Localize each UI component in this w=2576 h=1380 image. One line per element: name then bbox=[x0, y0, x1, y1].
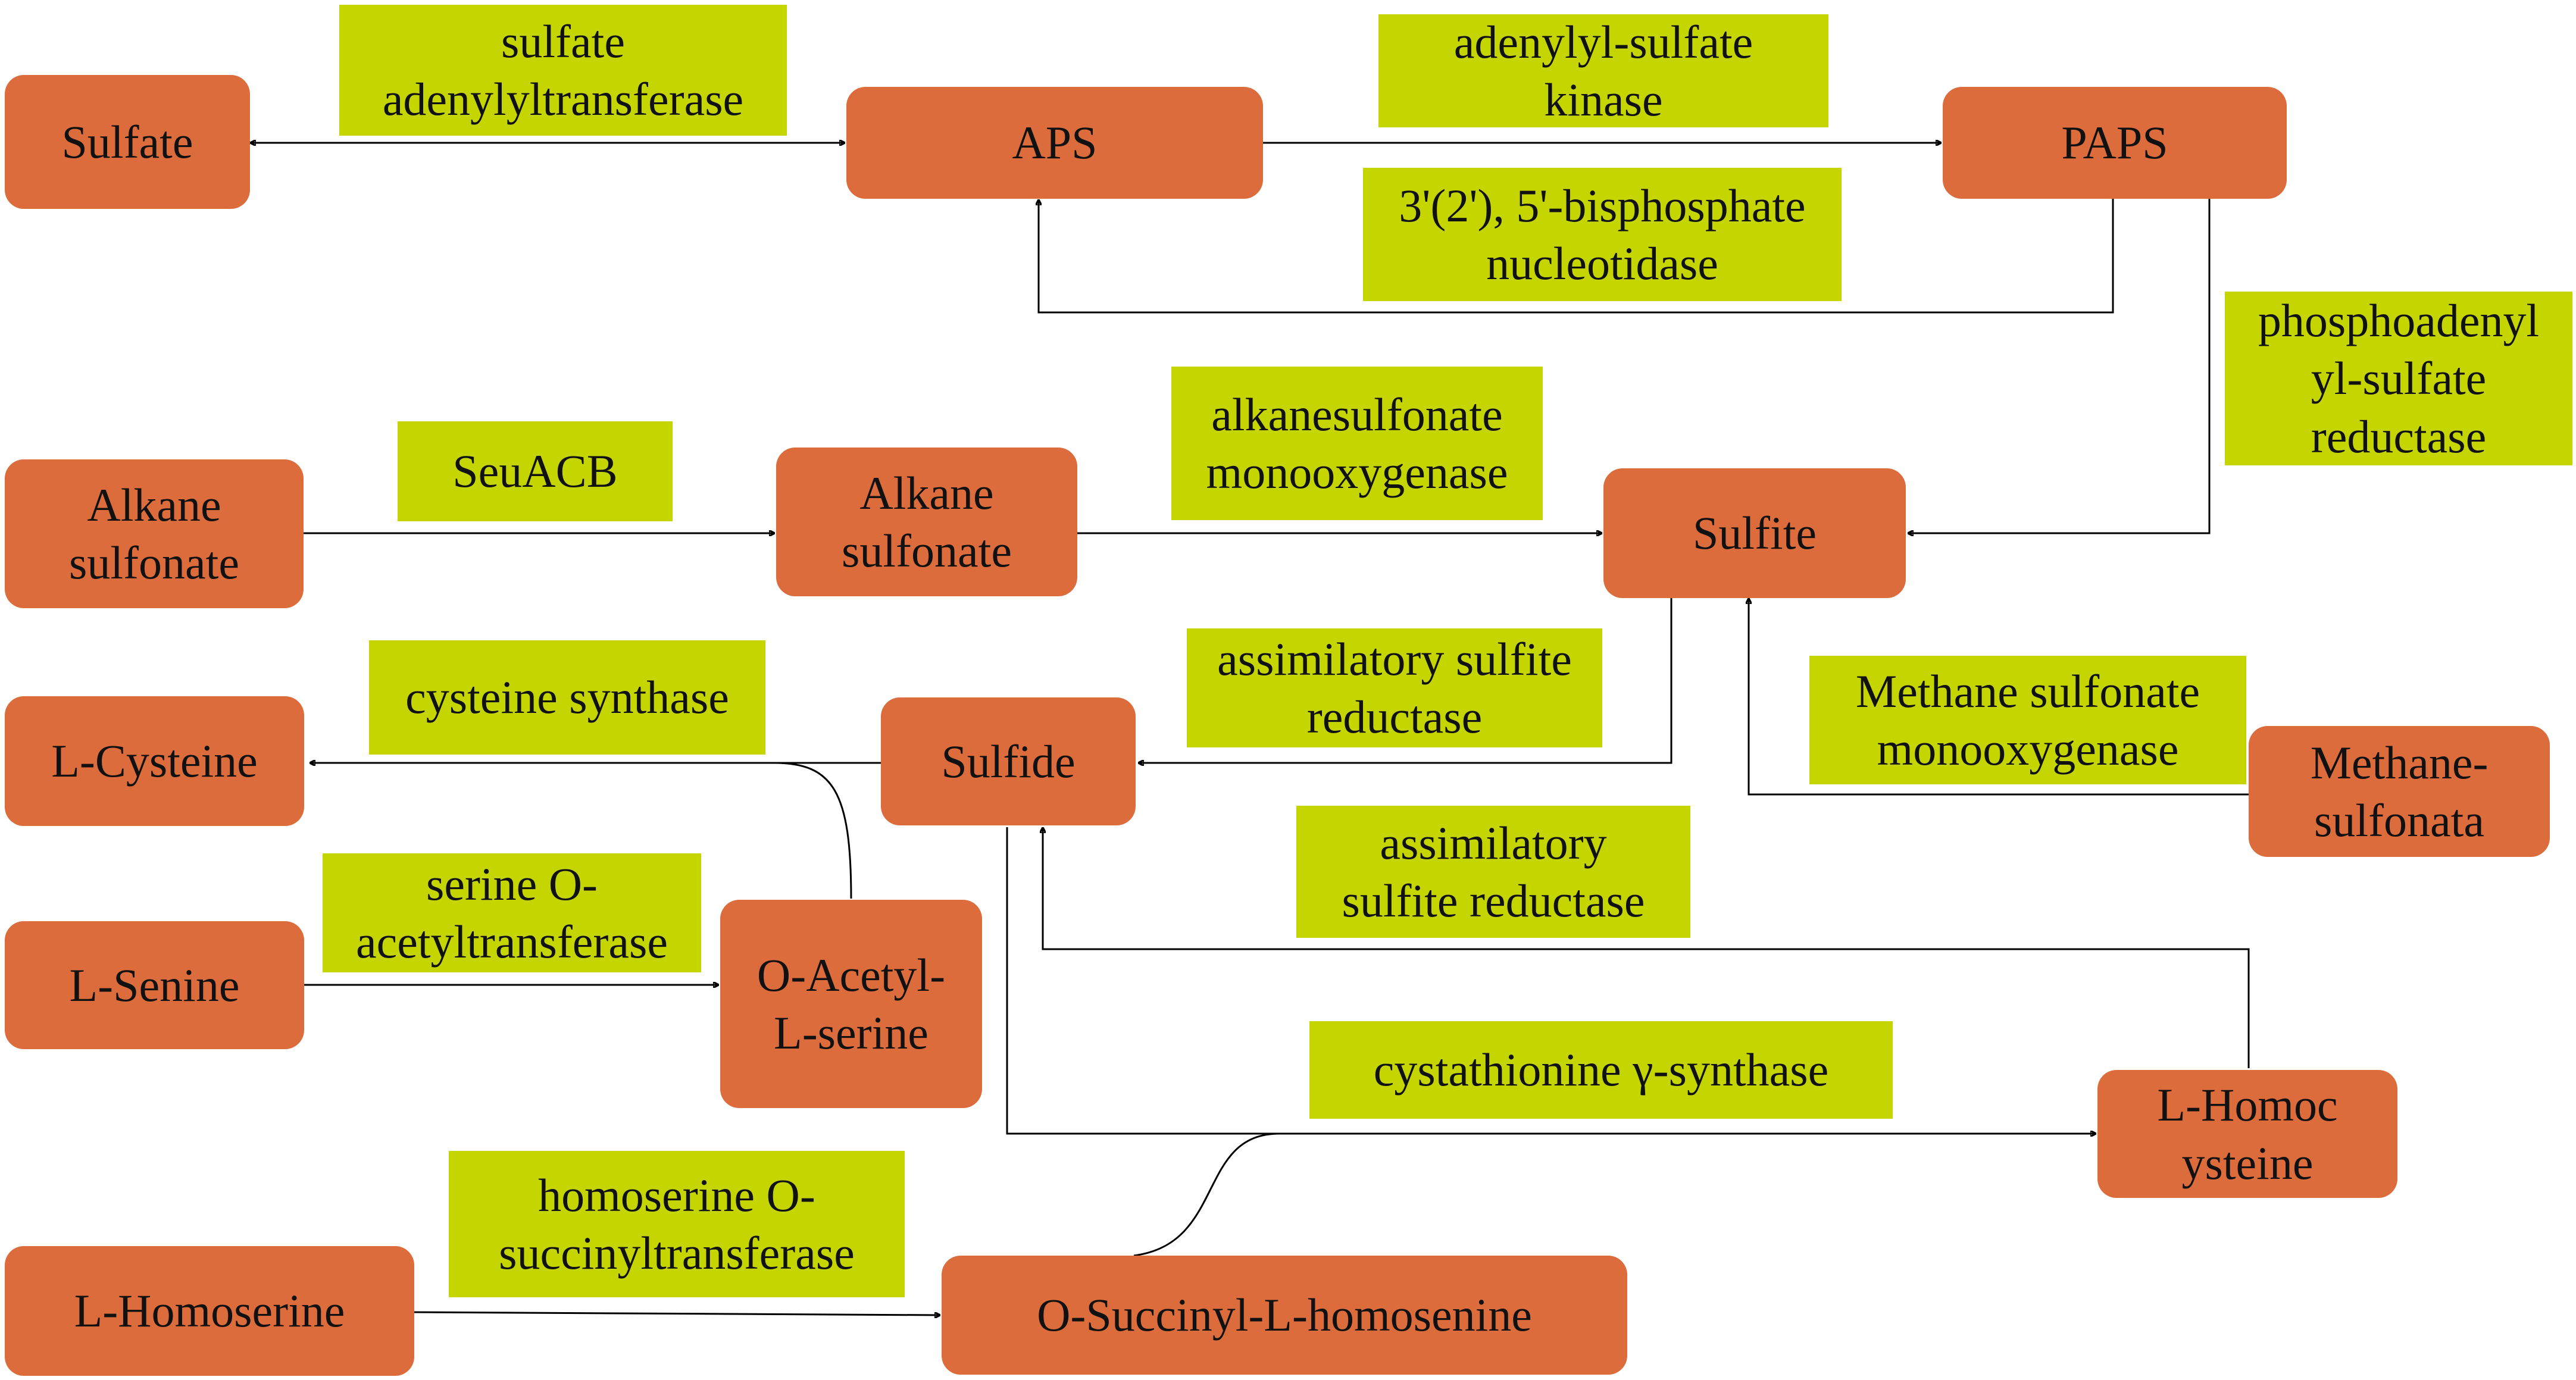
edge-paps-aps bbox=[1039, 196, 2114, 314]
edge-osuccinyl-join bbox=[1133, 1132, 1280, 1257]
enzyme-cysteine-synthase: cysteine synthase bbox=[369, 640, 765, 755]
node-sulfite: Sulfite bbox=[1603, 468, 1906, 598]
enzyme-cystathionine-gamma-synthase: cystathionine γ-synthase bbox=[1309, 1021, 1893, 1119]
node-sulfate: Sulfate bbox=[5, 75, 250, 209]
node-l-senine: L-Senine bbox=[5, 921, 304, 1049]
enzyme-assimilatory-sulfite-reductase-1: assimilatory sulfite reductase bbox=[1187, 628, 1602, 747]
edge-homoserine-osuccinyl bbox=[413, 1311, 940, 1315]
edge-methanesulfonata-sulfite bbox=[1749, 598, 2249, 796]
node-l-homocysteine: L-Homoc ysteine bbox=[2097, 1070, 2397, 1198]
enzyme-phosphoadenylyl-sulfate-reductase: phosphoadenyl yl-sulfate reductase bbox=[2225, 292, 2572, 465]
node-alkane-sulfonate-2: Alkane sulfonate bbox=[776, 448, 1077, 596]
enzyme-seuacb: SeuACB bbox=[398, 421, 673, 521]
enzyme-adenylyl-sulfate-kinase: adenylyl-sulfate kinase bbox=[1378, 14, 1828, 127]
node-methane-sulfonata: Methane- sulfonata bbox=[2249, 726, 2550, 857]
node-alkane-sulfonate-1: Alkane sulfonate bbox=[5, 459, 304, 608]
enzyme-assimilatory-sulfite-reductase-2: assimilatory sulfite reductase bbox=[1296, 806, 1690, 938]
edge-homocysteine-sulfide bbox=[1043, 827, 2250, 1068]
edge-oacetylserine-join bbox=[773, 762, 852, 899]
enzyme-methane-sulfonate-monooxygenase: Methane sulfonate monooxygenase bbox=[1809, 656, 2246, 784]
node-o-succinyl-l-homosenine: O-Succinyl-L-homosenine bbox=[942, 1256, 1627, 1375]
enzyme-sulfate-adenylyltransferase: sulfate adenylyltransferase bbox=[339, 5, 787, 136]
node-sulfide: Sulfide bbox=[881, 697, 1136, 825]
node-aps: APS bbox=[846, 87, 1263, 199]
node-l-homoserine: L-Homoserine bbox=[5, 1246, 414, 1376]
node-l-cysteine: L-Cysteine bbox=[5, 696, 304, 826]
enzyme-bisphosphate-nucleotidase: 3'(2'), 5'-bisphosphate nucleotidase bbox=[1363, 168, 1842, 301]
edge-sulfite-sulfide bbox=[1138, 598, 1672, 763]
edge-paps-sulfite bbox=[1908, 196, 2211, 533]
enzyme-alkanesulfonate-monooxygenase: alkanesulfonate monooxygenase bbox=[1171, 367, 1543, 520]
enzyme-homoserine-o-succinyltransferase: homoserine O- succinyltransferase bbox=[449, 1151, 905, 1297]
edge-sulfide-homocysteine bbox=[1006, 827, 2096, 1134]
node-o-acetyl-l-serine: O-Acetyl- L-serine bbox=[720, 900, 982, 1108]
enzyme-serine-o-acetyltransferase: serine O- acetyltransferase bbox=[323, 853, 701, 972]
node-paps: PAPS bbox=[1943, 87, 2287, 199]
